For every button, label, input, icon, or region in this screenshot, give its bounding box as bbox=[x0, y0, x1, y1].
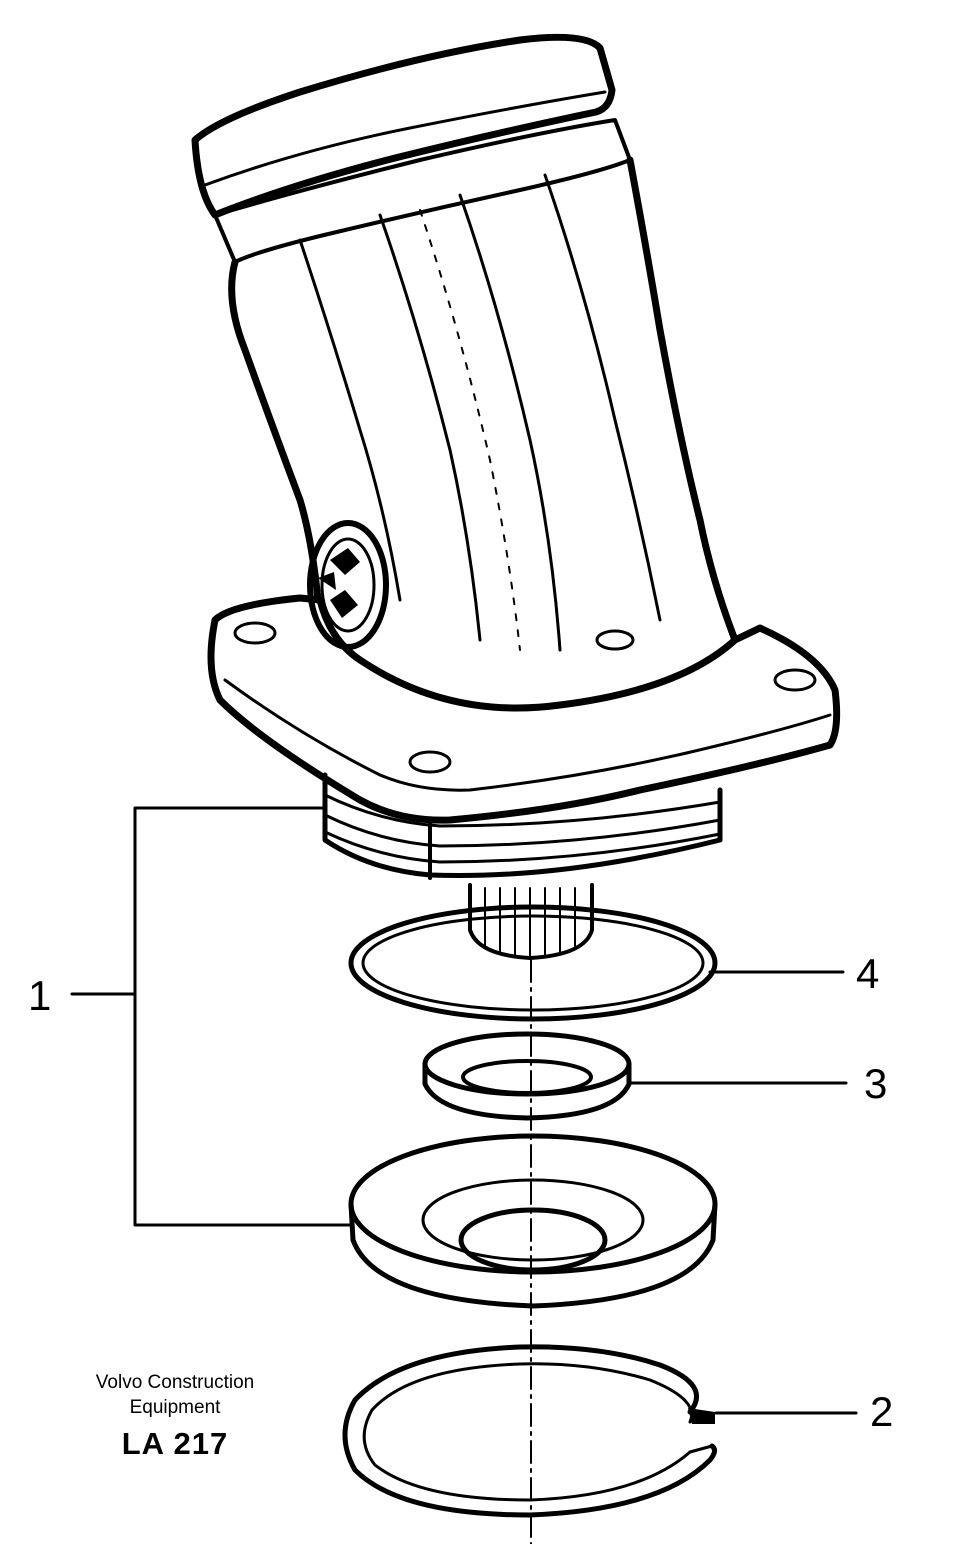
leader-lines bbox=[70, 806, 858, 1415]
cup-seal bbox=[348, 1133, 718, 1309]
caption-company-line2: Equipment bbox=[129, 1397, 221, 1418]
caption-company: Volvo Construction bbox=[95, 1372, 255, 1393]
o-ring-part-4 bbox=[348, 904, 718, 1022]
callout-4: 4 bbox=[856, 950, 879, 997]
splined-shaft bbox=[468, 883, 594, 960]
figure-caption: Volvo Construction Equipment LA 217 bbox=[40, 1370, 310, 1462]
callout-1: 1 bbox=[28, 972, 51, 1019]
callout-2: 2 bbox=[870, 1388, 893, 1435]
retaining-ring-part-2 bbox=[342, 1344, 718, 1518]
callout-3: 3 bbox=[864, 1060, 887, 1107]
washer-part-3 bbox=[422, 1031, 632, 1121]
hydraulic-motor-illustration bbox=[191, 33, 739, 652]
figure-code: LA 217 bbox=[121, 1426, 229, 1461]
threaded-spigot bbox=[322, 772, 723, 880]
mounting-flange bbox=[207, 594, 841, 824]
